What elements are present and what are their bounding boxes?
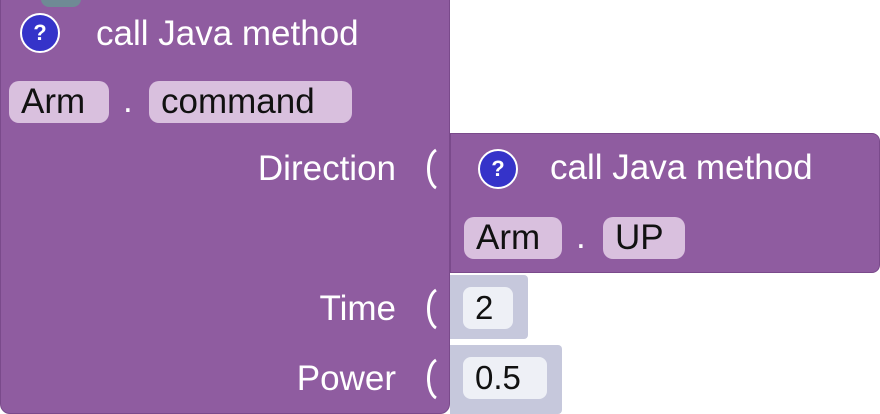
outer-block-header: call Java method <box>96 14 359 53</box>
call-java-method-block-outer[interactable] <box>0 0 450 414</box>
power-input-socket <box>427 358 438 400</box>
help-icon[interactable]: ? <box>478 149 518 189</box>
param-label-direction: Direction <box>257 149 396 188</box>
separator-dot: . <box>123 81 133 120</box>
direction-input-socket <box>427 148 438 190</box>
field-name-dropdown[interactable]: UP <box>603 217 685 259</box>
power-value-field[interactable]: 0.5 <box>463 357 547 399</box>
param-label-time: Time <box>319 289 396 328</box>
help-symbol: ? <box>491 156 505 181</box>
previous-connector <box>41 0 81 7</box>
time-input-socket <box>427 288 438 330</box>
param-label-power: Power <box>296 359 396 398</box>
inner-block-header: call Java method <box>550 148 813 187</box>
method-name-dropdown[interactable]: command <box>149 81 352 123</box>
class-name-dropdown[interactable]: Arm <box>464 217 562 259</box>
class-name-dropdown[interactable]: Arm <box>9 81 109 123</box>
separator-dot: . <box>576 217 586 256</box>
help-symbol: ? <box>33 20 47 45</box>
help-icon[interactable]: ? <box>20 13 60 53</box>
time-value-field[interactable]: 2 <box>463 287 513 329</box>
